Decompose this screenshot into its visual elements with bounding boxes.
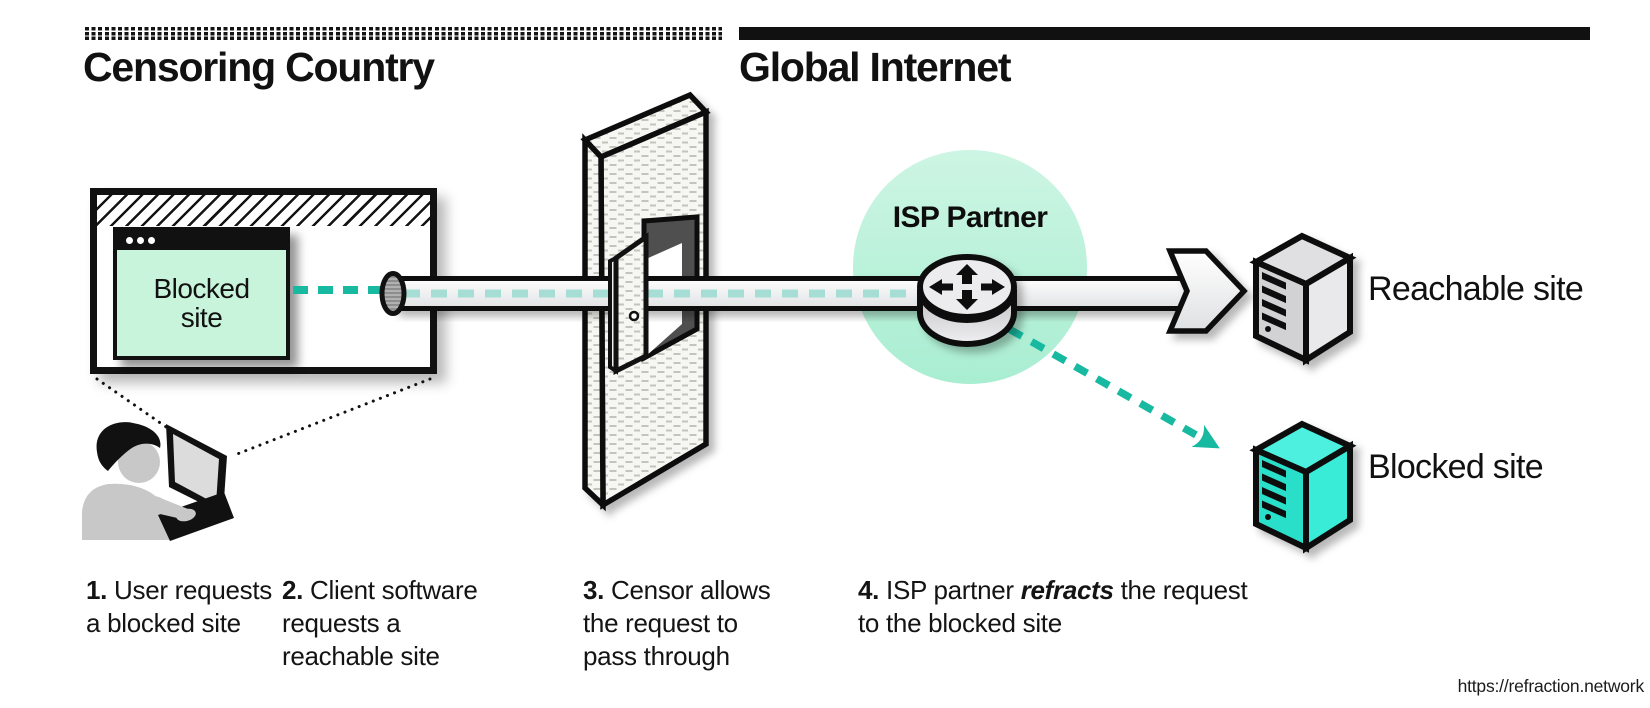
reachable-server-icon [1249,232,1357,366]
request-pipe [393,276,1186,311]
router-arrows-icon [929,264,1005,310]
window-dot-icon [126,237,133,244]
hatch-strip [97,195,430,226]
global-internet-title: Global Internet [739,44,1012,90]
window-dot-icon [148,237,155,244]
callout-dotted-lines [95,377,432,458]
window-dot-icon [137,237,144,244]
laptop-base [158,492,234,541]
user-head [118,441,160,483]
router-icon [917,254,1017,347]
blocked-server-icon [1249,420,1357,554]
isp-partner-halo [853,150,1087,384]
censoring-country-dashed-bar [85,27,722,40]
refracted-request-arrow [986,313,1220,449]
censoring-country-title: Censoring Country [83,44,435,90]
isp-partner-label: ISP Partner [892,201,1048,234]
open-door-icon [608,232,649,376]
source-url: https://refraction.network [1457,676,1645,696]
censor-wall-icon [580,91,711,512]
user-body [82,483,176,540]
laptop-screen [166,424,227,514]
reachable-site-label: Reachable site [1368,270,1584,308]
doorway-opening [641,214,700,363]
doorknob-icon [628,310,640,322]
user-hair [96,422,161,471]
user-at-laptop-icon [82,422,234,541]
pipe-arrow-icon [1165,248,1248,334]
user-hand [128,495,191,520]
blocked-site-label: Blocked site [1368,448,1544,486]
browser-titlebar [117,231,286,250]
global-internet-solid-bar [739,27,1590,40]
